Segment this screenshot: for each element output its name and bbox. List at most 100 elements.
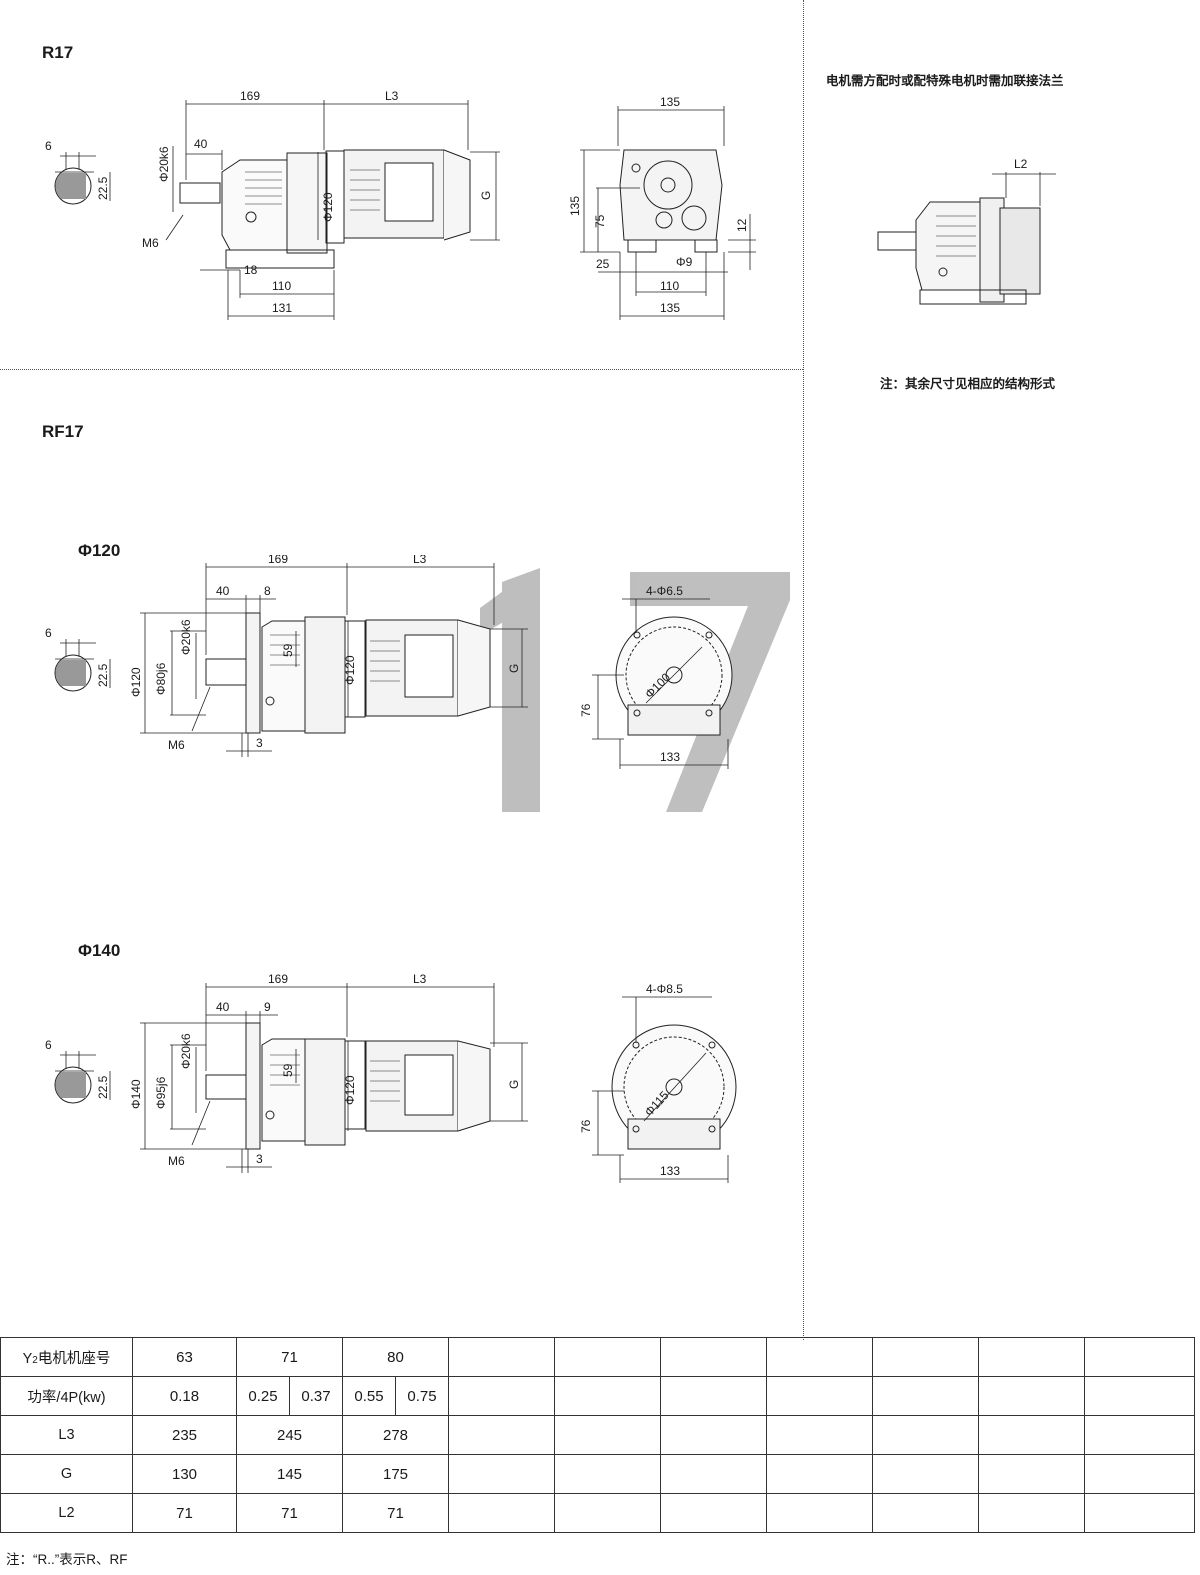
r17-dim-131: 131 [272, 301, 292, 315]
cell-power-2: 0.37 [289, 1376, 343, 1416]
phi120-dim-holes: 4-Φ6.5 [646, 584, 683, 598]
phi140-dim-phi95j6: Φ95j6 [154, 1076, 168, 1109]
r17-dim-22-5: 22.5 [96, 176, 110, 200]
phi120-dim-169: 169 [268, 555, 288, 566]
phi140-flange-end-view [592, 996, 737, 1183]
vertical-divider [803, 0, 804, 1340]
empty-cell [978, 1493, 1085, 1533]
phi140-dim-3: 3 [256, 1152, 263, 1166]
cell-L2-0: 71 [132, 1493, 237, 1533]
empty-cell [978, 1454, 1085, 1494]
r17-side-dim-135-top: 135 [660, 95, 680, 109]
r17-drawing: 6 22.5 169 L3 40 Φ20k6 Φ120 G M6 18 110 … [45, 89, 756, 320]
cell-power-3: 0.55 [342, 1376, 396, 1416]
phi140-dim-40: 40 [216, 1000, 230, 1014]
empty-cell [1084, 1337, 1195, 1377]
empty-cell [448, 1454, 555, 1494]
r17-dim-m6: M6 [142, 236, 159, 250]
cell-power-4: 0.75 [395, 1376, 449, 1416]
phi120-dim-phi20k6: Φ20k6 [179, 619, 193, 655]
r17-dim-110: 110 [272, 279, 291, 293]
cell-power-1: 0.25 [236, 1376, 290, 1416]
empty-cell [660, 1337, 767, 1377]
r17-dim-phi120: Φ120 [321, 192, 335, 222]
empty-cell [1084, 1454, 1195, 1494]
empty-cell [978, 1415, 1085, 1455]
phi140-drawing: 6 22.5 169 L3 40 9 Φ20k6 Φ140 Φ95j6 59 Φ… [45, 972, 737, 1183]
row-header-motor-frame: Y2电机机座号 [0, 1337, 133, 1377]
empty-cell [766, 1376, 873, 1416]
empty-cell [1084, 1415, 1195, 1455]
r17-dim-6: 6 [45, 139, 52, 153]
phi140-shaft-section [54, 1051, 111, 1104]
phi120-dim-133: 133 [660, 750, 680, 764]
r17-dim-L3: L3 [385, 89, 399, 103]
r17-dimension-lines [165, 100, 500, 320]
r17-end-view [580, 106, 756, 320]
phi120-dim-G: G [507, 664, 521, 673]
cell-frame-80: 80 [342, 1337, 449, 1377]
phi140-dim-m6: M6 [168, 1154, 185, 1168]
phi120-dim-22-5: 22.5 [96, 663, 110, 687]
phi120-drawing: 6 22.5 169 L3 40 8 Φ20k6 Φ120 Φ80j6 59 Φ… [45, 555, 733, 769]
flange-dim-L2: L2 [1014, 157, 1028, 171]
cell-L3-1: 245 [236, 1415, 343, 1455]
cell-G-1: 145 [236, 1454, 343, 1494]
table-row-L2: L2 71 71 71 [0, 1493, 1195, 1533]
phi140-dim-holes: 4-Φ8.5 [646, 982, 683, 996]
r17-gearbox-side [179, 149, 471, 269]
r17-dim-G: G [479, 191, 493, 200]
flange-note: 电机需方配时或配特殊电机时需加联接法兰 [826, 74, 1064, 88]
empty-cell [766, 1454, 873, 1494]
row-header-L3: L3 [0, 1415, 133, 1455]
phi120-dim-59: 59 [281, 643, 295, 657]
r17-title: R17 [42, 43, 74, 62]
footnote: 注：“R..”表示R、RF [6, 1552, 128, 1567]
r17-dim-169: 169 [240, 89, 260, 103]
horizontal-divider [0, 369, 803, 370]
phi120-dim-L3: L3 [413, 555, 427, 566]
phi120-flange-end-view [592, 598, 733, 769]
empty-cell [448, 1415, 555, 1455]
table-row-frame: Y2电机机座号 63 71 80 [0, 1337, 1195, 1377]
r17-side-dim-12: 12 [735, 218, 749, 232]
r17-shaft-section [54, 152, 111, 205]
phi120-title: Φ120 [78, 541, 121, 560]
phi140-gearmotor-side [205, 1022, 491, 1150]
empty-cell [554, 1337, 661, 1377]
r17-side-dim-25: 25 [596, 257, 610, 271]
phi120-gearmotor-side [205, 612, 491, 734]
phi140-title: Φ140 [78, 941, 121, 960]
other-dims-note: 注：其余尺寸见相应的结构形式 [880, 377, 1056, 391]
empty-cell [660, 1415, 767, 1455]
empty-cell [660, 1376, 767, 1416]
phi140-dim-22-5: 22.5 [96, 1075, 110, 1099]
table-row-G: G 130 145 175 [0, 1454, 1195, 1494]
empty-cell [1084, 1376, 1195, 1416]
r17-side-dim-135-bottom: 135 [660, 301, 680, 315]
table-row-L3: L3 235 245 278 [0, 1415, 1195, 1455]
r17-side-dim-110: 110 [660, 279, 679, 293]
empty-cell [448, 1493, 555, 1533]
rf17-title: RF17 [42, 422, 84, 441]
empty-cell [448, 1376, 555, 1416]
phi120-dim-phi80j6: Φ80j6 [154, 662, 168, 695]
phi120-dimension-lines [140, 563, 528, 757]
empty-cell [872, 1337, 979, 1377]
phi140-dim-133: 133 [660, 1164, 680, 1178]
phi120-shaft-section [54, 639, 111, 692]
phi120-dim-76: 76 [579, 703, 593, 717]
empty-cell [766, 1493, 873, 1533]
phi140-dim-phi20k6: Φ20k6 [179, 1033, 193, 1069]
r17-dim-phi20k6: Φ20k6 [157, 146, 171, 182]
phi120-dim-phi120-motor: Φ120 [343, 655, 357, 685]
phi140-dim-phi120-motor: Φ120 [343, 1075, 357, 1105]
spec-table: Y2电机机座号 63 71 80 功率/4P(kw) 0.18 0.25 0.3… [0, 1337, 1195, 1533]
empty-cell [554, 1415, 661, 1455]
phi120-dim-40: 40 [216, 584, 230, 598]
cell-power-0: 0.18 [132, 1376, 237, 1416]
row-header-power: 功率/4P(kw) [0, 1376, 133, 1416]
empty-cell [766, 1415, 873, 1455]
cell-frame-63: 63 [132, 1337, 237, 1377]
phi140-dim-G: G [507, 1080, 521, 1089]
